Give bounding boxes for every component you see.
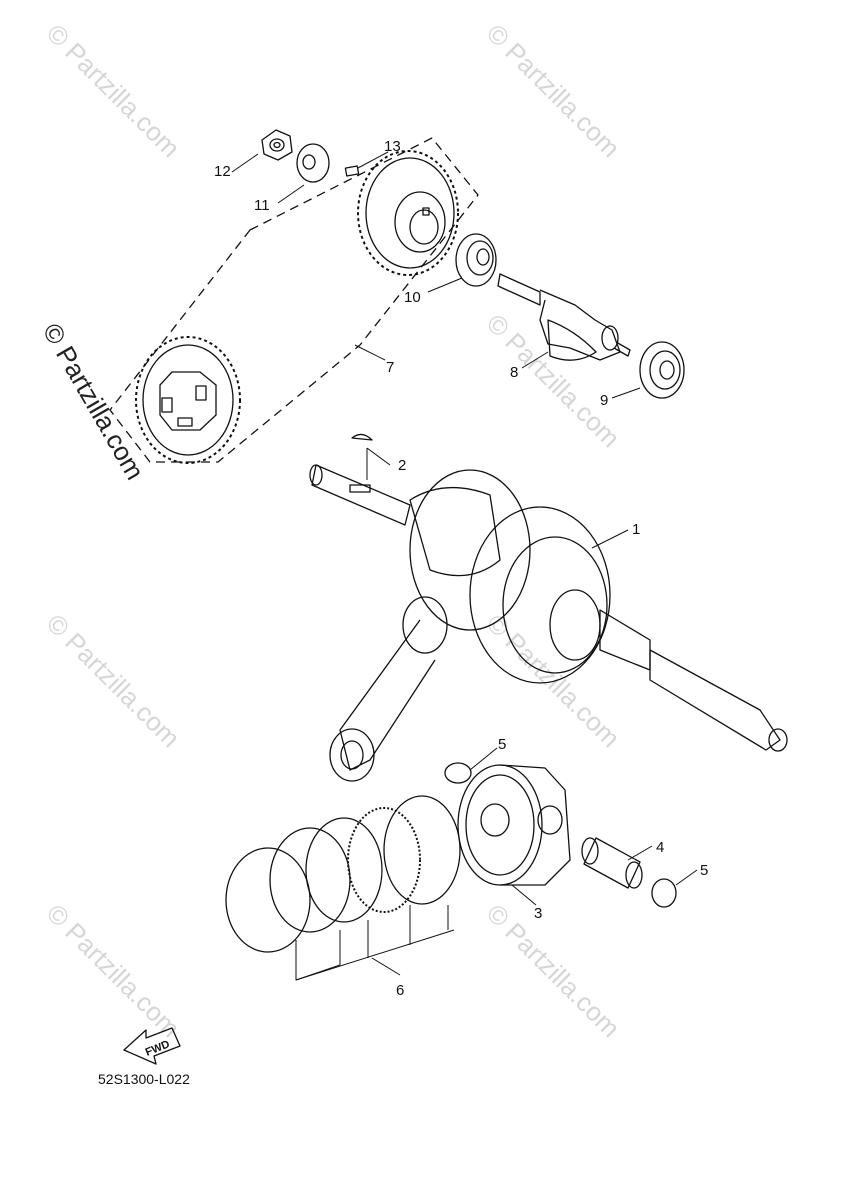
watermark-text: © Partzilla.com — [41, 608, 186, 753]
crankshaft-1 — [309, 464, 788, 782]
callout-labels: 1 2 3 4 5 5 6 7 8 9 10 11 12 13 — [214, 138, 708, 999]
fwd-label: FWD — [144, 1038, 172, 1059]
callout-2: 2 — [398, 457, 406, 474]
callout-4: 4 — [656, 839, 664, 856]
bearing-10 — [455, 233, 497, 287]
drive-gear — [135, 336, 241, 464]
callout-13: 13 — [384, 138, 401, 155]
washer-11 — [296, 143, 330, 183]
nut-12 — [261, 129, 293, 161]
circlip-5-upper — [444, 762, 472, 784]
callout-7: 7 — [386, 359, 394, 376]
callout-5-upper: 5 — [498, 736, 506, 753]
watermark-text: © Partzilla.com — [41, 898, 186, 1043]
callout-9: 9 — [600, 392, 608, 409]
watermark-text: © Partzilla.com — [481, 18, 626, 163]
assembly-outline-7 — [109, 137, 479, 463]
piston-ring-set-6 — [225, 795, 461, 953]
watermark-main-text: © Partzilla.com — [37, 318, 151, 485]
bearing-9 — [639, 341, 685, 399]
callout-6: 6 — [396, 982, 404, 999]
forward-arrow-icon — [123, 1027, 181, 1065]
woodruff-key-2 — [351, 433, 373, 441]
piston-3 — [457, 764, 571, 886]
diagram-code: 52S1300-L022 — [98, 1071, 190, 1087]
callout-12: 12 — [214, 163, 231, 180]
key-13 — [344, 165, 360, 177]
leader-lines — [231, 151, 698, 981]
balancer-gear — [357, 150, 459, 276]
callout-5-lower: 5 — [700, 862, 708, 879]
watermark-layer: © Partzilla.com © Partzilla.com © Partzi… — [37, 18, 626, 1043]
callout-3: 3 — [534, 905, 542, 922]
callout-11: 11 — [254, 197, 270, 214]
callout-8: 8 — [510, 364, 518, 381]
watermark-text: © Partzilla.com — [481, 898, 626, 1043]
circlip-5-lower — [651, 878, 677, 908]
callout-1: 1 — [632, 521, 640, 538]
piston-pin-4 — [581, 837, 643, 889]
callout-10: 10 — [404, 289, 421, 306]
balancer-shaft-8 — [497, 273, 631, 361]
watermark-text: © Partzilla.com — [41, 18, 186, 163]
